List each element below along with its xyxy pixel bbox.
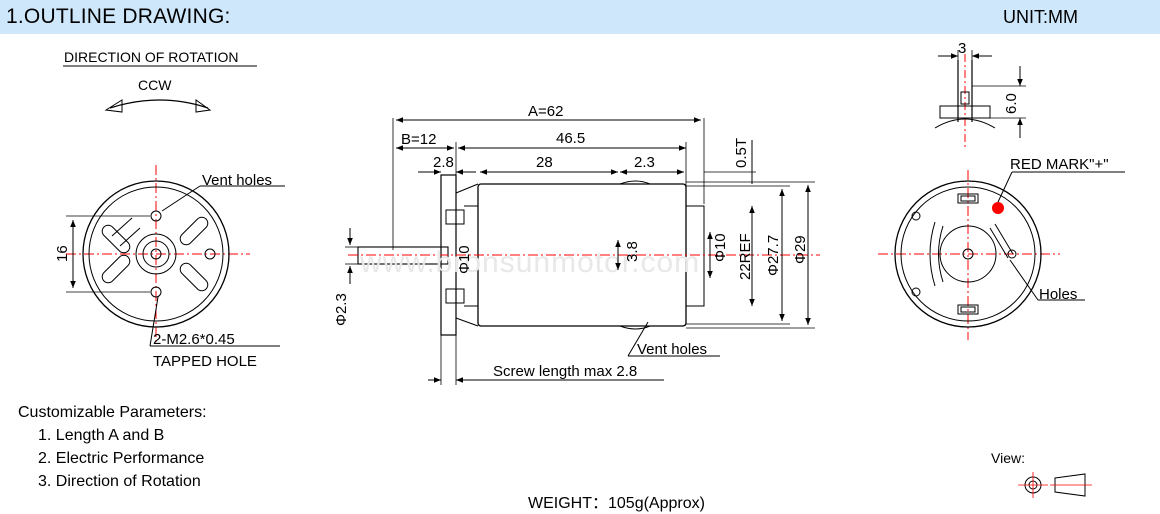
dim-phi2-3: Φ2.3 xyxy=(333,293,350,326)
side-view: www.bronsunmotor.com A=62 B=12 46.5 2.8 … xyxy=(333,103,820,385)
param-item-3: 3. Direction of Rotation xyxy=(38,473,201,490)
ccw-arrow-icon xyxy=(104,99,123,113)
front-view-left: 16 Vent holes 2-M2.6*0.45 TAPPED HOLE xyxy=(54,165,285,370)
projection-cone-icon xyxy=(1054,473,1086,497)
screw-length-note: Screw length max 2.8 xyxy=(493,363,637,380)
dim-28: 28 xyxy=(536,154,553,171)
vent-holes-label-left: Vent holes xyxy=(202,172,272,189)
customizable-parameters: Customizable Parameters: 1. Length A and… xyxy=(18,401,207,493)
dim-16: 16 xyxy=(54,245,71,262)
dim-phi10-left: Φ10 xyxy=(456,245,473,274)
param-item-2: 2. Electric Performance xyxy=(38,450,205,467)
view-label: View: xyxy=(991,450,1025,466)
weight-note: WEIGHT：105g(Approx) xyxy=(528,495,705,512)
red-mark-label: RED MARK"+" xyxy=(1010,156,1109,173)
rotation-label: DIRECTION OF ROTATION xyxy=(64,49,238,65)
rear-view: RED MARK"+" Holes xyxy=(878,156,1125,340)
red-mark-dot xyxy=(992,202,1004,214)
dim-2-3: 2.3 xyxy=(634,154,655,171)
unit-label: UNIT:MM xyxy=(1003,7,1078,27)
param-item-1: 1. Length A and B xyxy=(38,427,165,444)
dim-A: A=62 xyxy=(528,103,563,120)
dim-2-8: 2.8 xyxy=(433,154,454,171)
rotation-direction: CCW xyxy=(138,77,172,93)
page-title: 1.OUTLINE DRAWING: xyxy=(6,5,231,28)
rotation-indicator: DIRECTION OF ROTATION CCW xyxy=(63,49,257,113)
params-title: Customizable Parameters: xyxy=(18,404,207,421)
tapped-hole-label: TAPPED HOLE xyxy=(153,353,257,370)
shaft-detail: 3 6.0 xyxy=(934,40,1026,148)
dim-6: 6.0 xyxy=(1003,93,1020,114)
watermark: www.bronsunmotor.com xyxy=(359,246,700,279)
tapped-hole-spec: 2-M2.6*0.45 xyxy=(153,331,235,348)
dim-22ref: 22REF xyxy=(737,233,754,280)
dim-3: 3 xyxy=(958,40,966,57)
dim-3-8: 3.8 xyxy=(624,241,641,262)
header-bar: 1.OUTLINE DRAWING: UNIT:MM xyxy=(0,0,1160,34)
holes-label: Holes xyxy=(1039,286,1077,303)
dim-46-5: 46.5 xyxy=(556,130,585,147)
dim-phi29: Φ29 xyxy=(792,235,809,264)
vent-holes-label-side: Vent holes xyxy=(637,341,707,358)
dim-phi10-right: Φ10 xyxy=(712,233,729,262)
dim-phi27-7: Φ27.7 xyxy=(765,235,782,276)
dim-B: B=12 xyxy=(401,131,436,148)
dim-0-5T: 0.5T xyxy=(733,138,750,168)
view-symbol: View: xyxy=(991,450,1092,498)
